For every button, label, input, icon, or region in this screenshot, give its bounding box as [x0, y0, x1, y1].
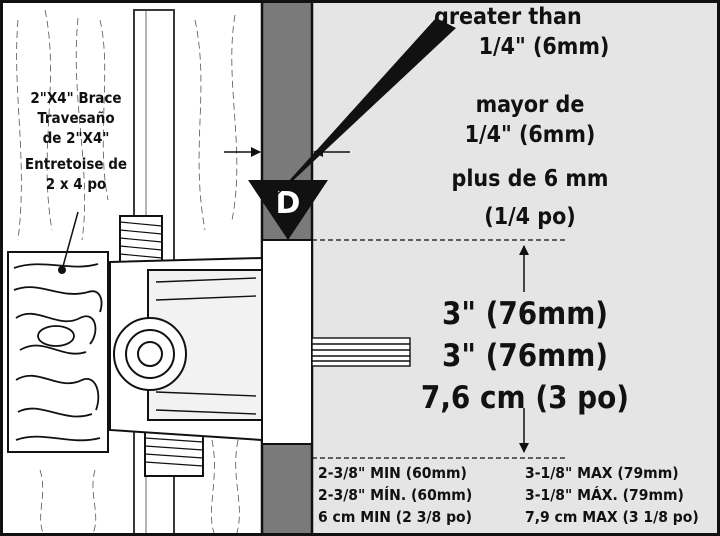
brace-block — [7, 251, 109, 453]
gap-label-fr: plus de 6 mm (1/4 po) — [400, 164, 660, 232]
brace-leader — [61, 211, 79, 271]
brace-label-en: 2"X4" Brace — [30, 89, 122, 107]
brace-leader-dot — [58, 266, 66, 274]
gap-label-en-1: greater than — [434, 4, 582, 30]
gap-label-es: mayor de 1/4" (6mm) — [400, 90, 660, 150]
marker-d-letter: D — [276, 186, 301, 221]
range-max-en: 3-1/8" MAX (79mm) — [525, 464, 679, 482]
brace-label-fr-1: Entretoise de — [24, 155, 128, 173]
range-max-fr: 7,9 cm MAX (3 1/8 po) — [525, 508, 699, 526]
brace-end-grain — [13, 263, 103, 442]
marker-d-triangle — [248, 180, 328, 240]
gap-label-es-1: mayor de — [475, 92, 585, 118]
range-max: 3-1/8" MAX (79mm) 3-1/8" MÁX. (79mm) 7,9… — [525, 462, 699, 528]
gap-label-fr-1: plus de 6 mm — [451, 166, 609, 192]
valve-stem — [311, 337, 411, 367]
range-max-es: 3-1/8" MÁX. (79mm) — [525, 486, 684, 504]
depth-label-en: 3" (76mm) — [441, 296, 609, 332]
gap-label-en-2: 1/4" (6mm) — [478, 34, 610, 60]
gap-leader — [268, 18, 456, 204]
gap-label-es-2: 1/4" (6mm) — [464, 122, 596, 148]
depth-label-es: 3" (76mm) — [441, 338, 609, 374]
gap-label-fr-2: (1/4 po) — [484, 204, 576, 230]
valve-body — [109, 215, 263, 477]
depth-label-fr: 7,6 cm (3 po) — [420, 380, 630, 416]
brace-label: 2"X4" Brace Travesaño de 2"X4" Entretois… — [8, 88, 144, 194]
brace-label-es-1: Travesaño — [37, 109, 115, 127]
wood-grain — [16, 9, 240, 536]
range-min-es: 2-3/8" MÍN. (60mm) — [318, 486, 473, 504]
depth-label: 3" (76mm) 3" (76mm) 7,6 cm (3 po) — [400, 294, 650, 418]
brace-label-es-2: de 2"X4" — [42, 129, 110, 147]
gap-label: greater than 1/4" (6mm) — [434, 2, 704, 62]
brace-label-fr-2: 2 x 4 po — [45, 175, 107, 193]
wall-face — [312, 0, 720, 536]
cover-plate — [261, 239, 313, 445]
range-min: 2-3/8" MIN (60mm) 2-3/8" MÍN. (60mm) 6 c… — [318, 462, 472, 528]
range-min-en: 2-3/8" MIN (60mm) — [318, 464, 467, 482]
range-min-fr: 6 cm MIN (2 3/8 po) — [318, 508, 473, 526]
